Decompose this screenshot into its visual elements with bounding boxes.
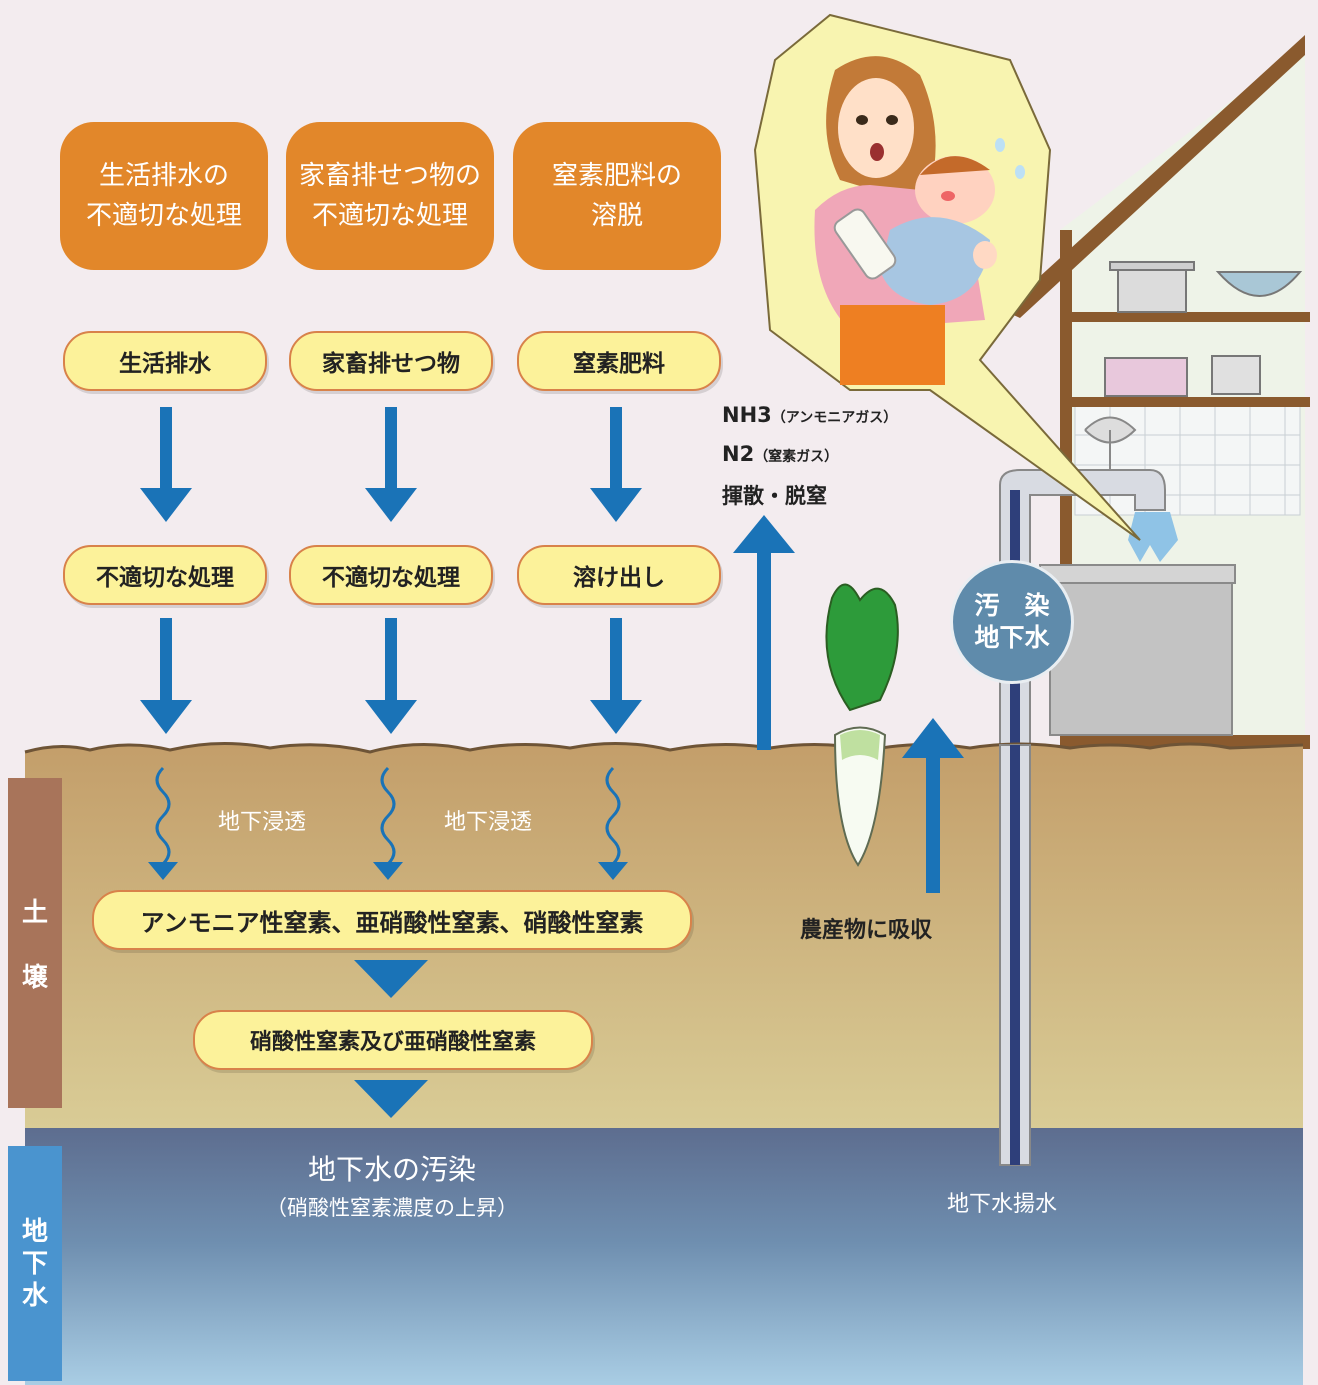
pill-livestock-waste: 家畜排せつ物: [289, 331, 493, 391]
groundwater-tab-char-1: 地: [21, 1216, 48, 1247]
n2-label: N2（窒素ガス）: [722, 442, 839, 466]
pill-nitrogen-fertilizer: 窒素肥料: [517, 331, 721, 391]
mother-and-baby-illustration: [814, 56, 1025, 385]
groundwater-tab-char-2: 下: [21, 1248, 48, 1279]
soil-tab: 土 壌: [8, 778, 62, 1108]
nitrate-nitrite-pill: 硝酸性窒素及び亜硝酸性窒素: [193, 1010, 593, 1070]
groundwater-tab-char-3: 水: [21, 1280, 48, 1311]
groundwater-pollution-title: 地下水の汚染: [307, 1153, 476, 1186]
source-box-nitrogen-fertilizer: 窒素肥料の 溶脱: [513, 122, 721, 270]
groundwater-layer: [25, 1128, 1303, 1385]
groundwater-tab-bg: [8, 1146, 62, 1381]
soil-tab-bg: [8, 778, 62, 1108]
flow-arrows: [140, 407, 964, 1118]
infiltration-arrows: [155, 766, 621, 866]
infiltration-label-1: 地下浸透: [218, 810, 307, 835]
pill-improper-treatment-1: 不適切な処理: [63, 545, 267, 605]
soil-tab-char-2: 壌: [21, 963, 48, 993]
groundwater-pollution-subtitle: （硝酸性窒素濃度の上昇）: [266, 1196, 518, 1220]
volatilization-denitrification-label: 揮散・脱窒: [722, 484, 827, 508]
soil-tab-char-1: 土: [21, 898, 48, 928]
badge-line-2: 地下水: [974, 623, 1050, 652]
source-box-domestic-wastewater: 生活排水の 不適切な処理: [60, 122, 268, 270]
radish-illustration: [825, 583, 899, 867]
badge-line-1: 汚 染: [974, 591, 1050, 620]
pill-improper-treatment-2: 不適切な処理: [289, 545, 493, 605]
contaminated-groundwater-badge: 汚 染 地下水: [950, 560, 1074, 684]
pill-domestic-wastewater: 生活排水: [63, 331, 267, 391]
pill-leaching: 溶け出し: [517, 545, 721, 605]
crop-absorption-label: 農産物に吸収: [800, 918, 933, 943]
source-box-livestock-waste: 家畜排せつ物の 不適切な処理: [286, 122, 494, 270]
infiltration-label-2: 地下浸透: [444, 810, 533, 835]
groundwater-pumping-label: 地下水揚水: [947, 1192, 1058, 1217]
nh3-label: NH3（アンモニアガス）: [722, 403, 898, 427]
nitrogen-forms-pill: アンモニア性窒素、亜硝酸性窒素、硝酸性窒素: [92, 890, 692, 950]
groundwater-tab: 地 下 水: [8, 1146, 62, 1381]
